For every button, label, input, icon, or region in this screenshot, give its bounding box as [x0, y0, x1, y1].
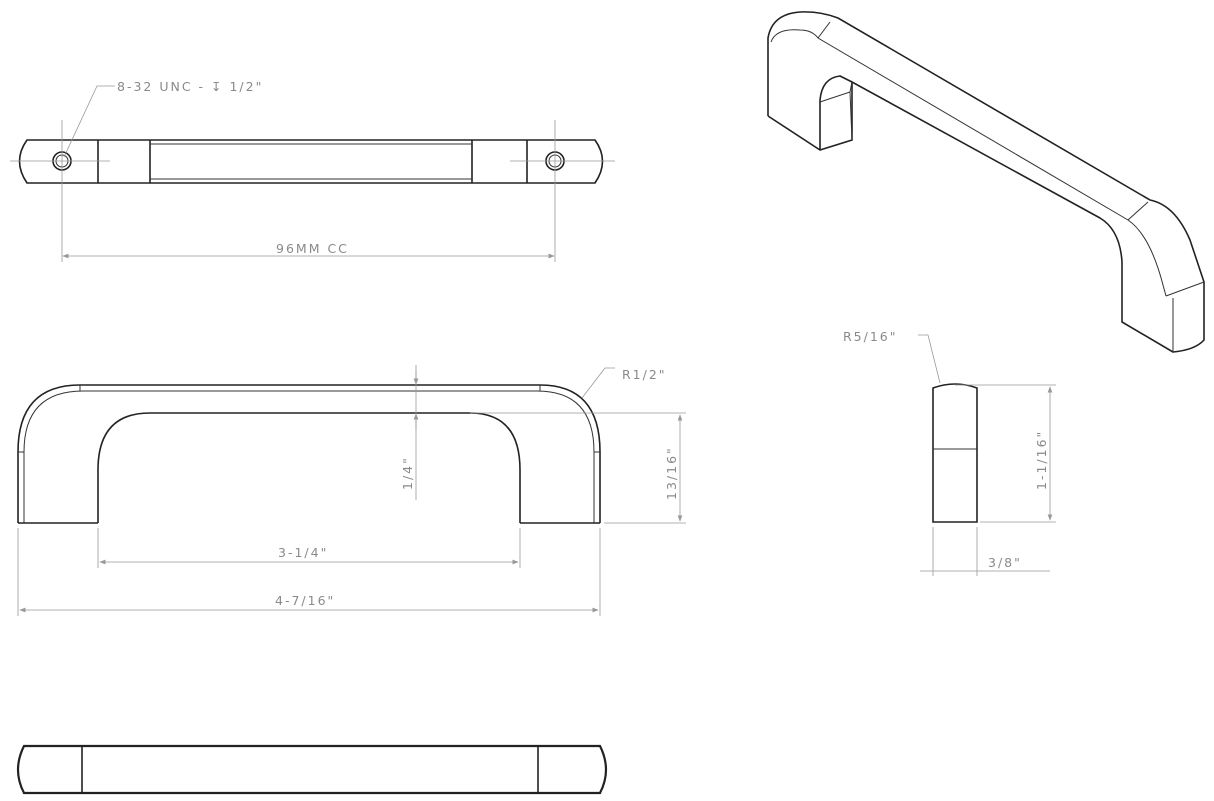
radius-callout-side: R5/16": [843, 329, 898, 344]
side-width-dimension: 3/8": [988, 555, 1022, 570]
side-height-dimension: 1-1/16": [1034, 430, 1049, 490]
height-dimension: 13/16": [664, 446, 679, 500]
top-view: [10, 85, 615, 262]
inner-span-dimension: 3-1/4": [278, 545, 328, 560]
thread-callout: 8-32 UNC - ↧ 1/2": [117, 79, 263, 94]
thickness-dimension: 1/4": [400, 456, 415, 490]
isometric-view: [767, 11, 1205, 353]
front-view: [17, 365, 686, 616]
bottom-view: [16, 744, 608, 795]
radius-callout-front: R1/2": [622, 367, 667, 382]
overall-length-dimension: 4-7/16": [275, 593, 335, 608]
side-section-view: [918, 334, 1056, 576]
center-to-center-dimension: 96MM CC: [276, 241, 349, 256]
